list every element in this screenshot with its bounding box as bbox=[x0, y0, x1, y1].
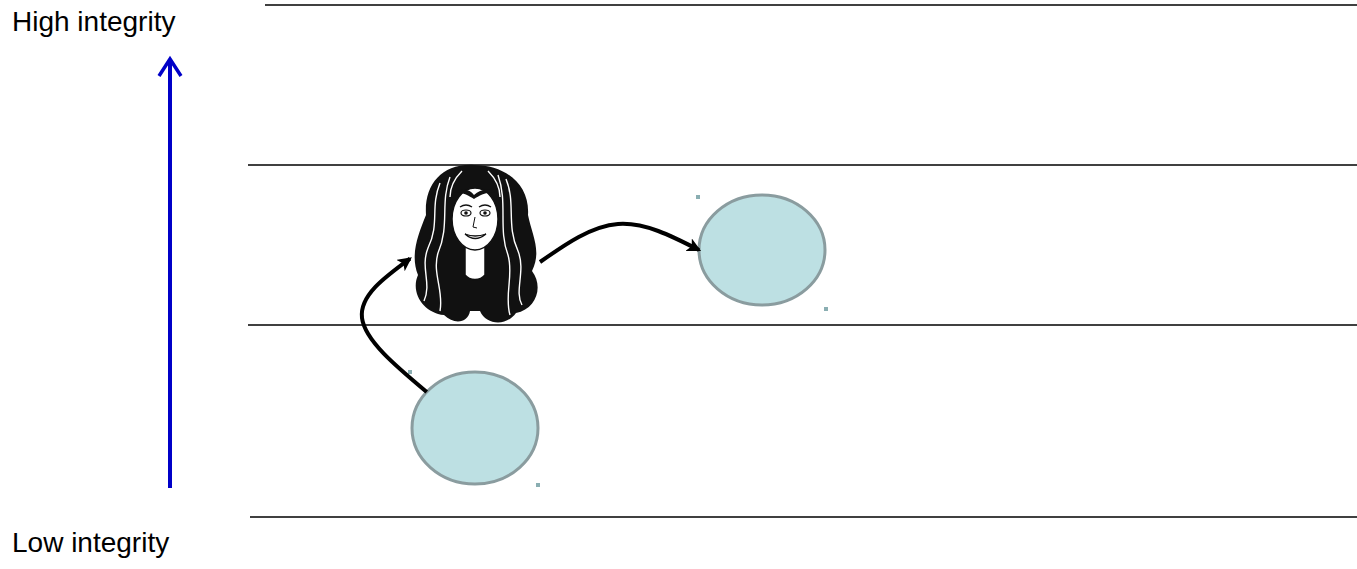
face bbox=[452, 188, 498, 250]
circle-shape bbox=[699, 195, 825, 305]
axis-arrowhead bbox=[159, 59, 181, 76]
pupil bbox=[483, 211, 487, 215]
eye bbox=[461, 210, 471, 216]
nose bbox=[473, 217, 477, 228]
smile bbox=[465, 234, 486, 239]
level-line bbox=[248, 324, 1357, 326]
hair-strand bbox=[450, 171, 462, 197]
object-circle bbox=[697, 193, 827, 307]
face-drawing bbox=[415, 165, 538, 323]
circle-shape bbox=[412, 372, 538, 484]
eyebrow bbox=[460, 205, 472, 207]
neck bbox=[465, 247, 485, 280]
hair-strand bbox=[436, 177, 450, 311]
selection-handle bbox=[824, 307, 828, 311]
hair-strand bbox=[424, 183, 440, 301]
eye bbox=[480, 210, 490, 216]
circle-outline bbox=[697, 193, 827, 307]
level-line bbox=[250, 516, 1357, 518]
pupil bbox=[464, 211, 468, 215]
selection-handle bbox=[696, 195, 700, 199]
level-label: High integrity bbox=[12, 8, 175, 36]
hair bbox=[415, 165, 538, 323]
level-line bbox=[248, 164, 1357, 166]
flow-arrow bbox=[362, 259, 427, 392]
person-illustration bbox=[410, 163, 540, 328]
selection-handle bbox=[536, 483, 540, 487]
subject-figure bbox=[410, 163, 540, 328]
eyebrow bbox=[479, 205, 491, 207]
level-line bbox=[265, 4, 1357, 6]
level-label: Low integrity bbox=[12, 529, 169, 557]
object-circle bbox=[410, 370, 540, 486]
flow-arrow bbox=[540, 224, 699, 262]
fringe bbox=[454, 189, 496, 199]
integrity-axis bbox=[168, 62, 172, 488]
hair-strand bbox=[488, 171, 500, 197]
selection-handle bbox=[408, 370, 412, 374]
circle-outline bbox=[410, 370, 540, 486]
